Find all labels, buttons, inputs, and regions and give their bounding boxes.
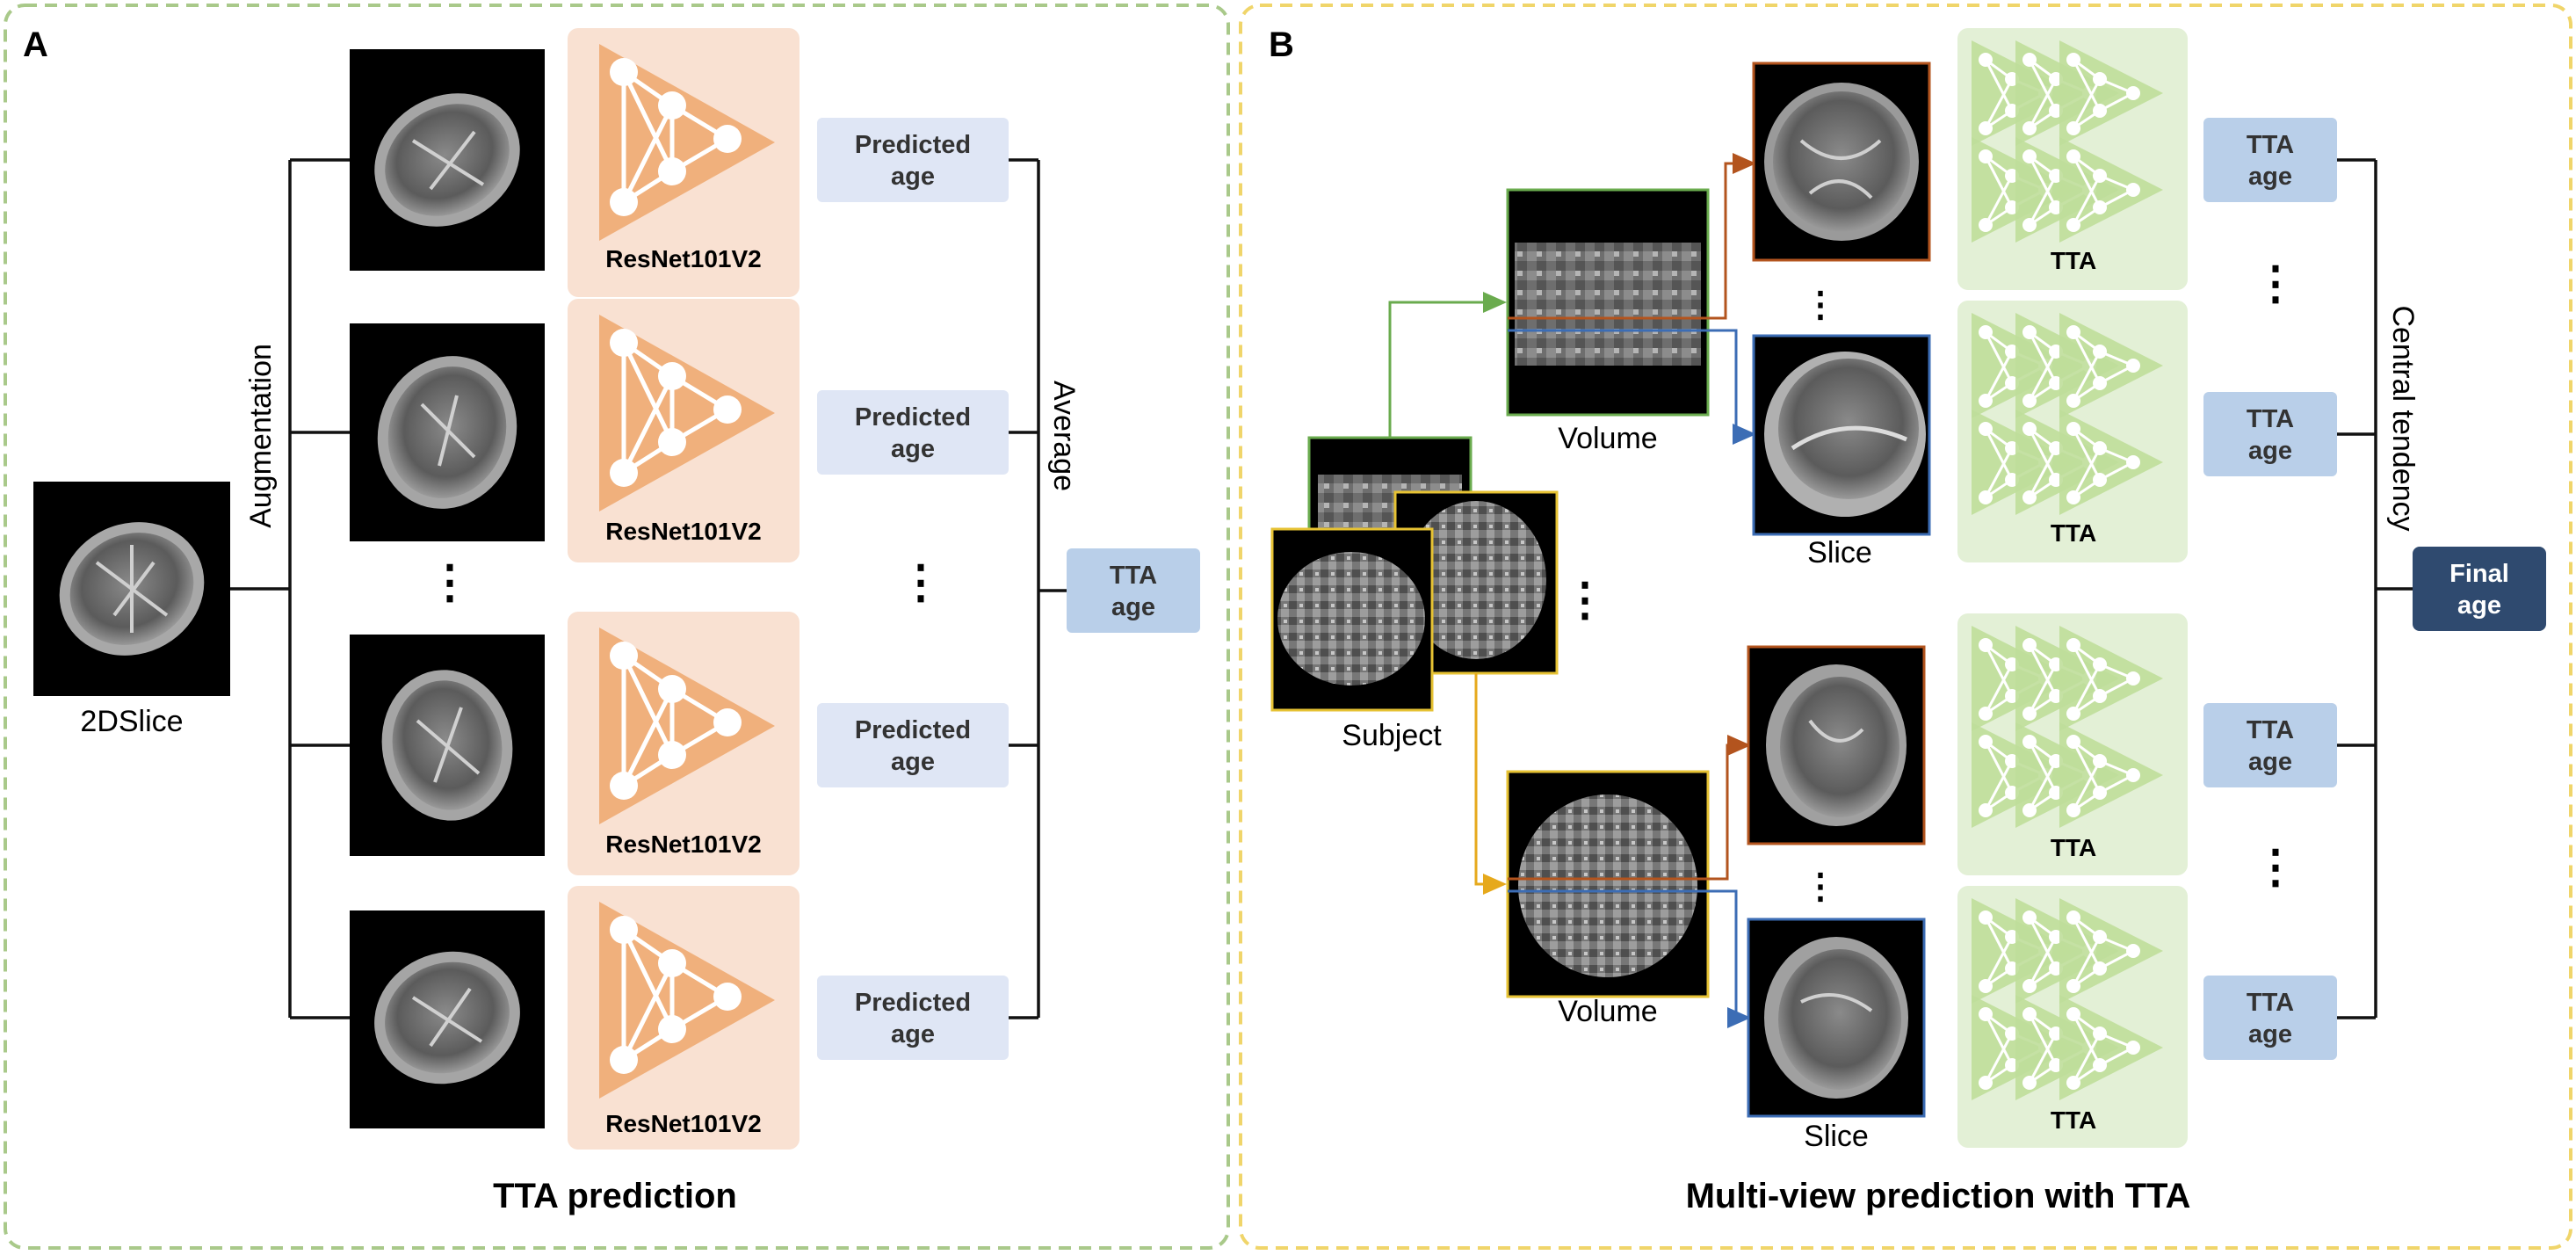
predicted-age-box-4: Predicted age <box>817 976 1009 1060</box>
average-bracket <box>1009 158 1067 1019</box>
panel-b-frame <box>1239 4 2572 1250</box>
tta-age-a-line2: age <box>1111 593 1155 621</box>
input-slice-label: 2DSlice <box>80 705 183 738</box>
volume-1-label: Volume <box>1558 422 1657 455</box>
augmented-slice-3 <box>350 635 545 856</box>
predicted-age-box-2: Predicted age <box>817 390 1009 475</box>
final-age-line2: age <box>2457 591 2501 620</box>
augmented-slice-2 <box>350 323 545 541</box>
panel-b-ellipsis-tta-2: ⋮ <box>2253 842 2298 893</box>
slice-2-label: Slice <box>1804 1120 1869 1153</box>
predicted-age-1-line2: age <box>891 163 935 191</box>
tta-age-a-line1: TTA <box>1110 562 1157 590</box>
volume-1-to-slice-1-connector <box>1708 153 1756 320</box>
resnet-block-3 <box>568 612 800 875</box>
slice-3-image <box>1747 645 1926 845</box>
tta-age-b2-line2: age <box>2248 437 2292 465</box>
panel-a-ellipsis-preds: ⋮ <box>898 557 944 608</box>
final-age-line1: Final <box>2449 560 2509 588</box>
predicted-age-box-1: Predicted age <box>817 118 1009 202</box>
subject-volume-stack <box>1270 436 1559 712</box>
predicted-age-2-line1: Predicted <box>855 403 971 432</box>
slice-2-image <box>1752 334 1931 536</box>
resnet-block-2 <box>568 299 800 562</box>
tta-model-block-1 <box>1957 28 2188 290</box>
volume-1-to-slice-2-connector <box>1708 329 1756 445</box>
resnet-block-4 <box>568 886 800 1150</box>
panel-b-ellipsis-slice-2: ⋮ <box>1803 867 1838 906</box>
final-age-box: Final age <box>2413 547 2546 631</box>
volume-1-image <box>1506 188 1710 417</box>
volume-2-to-slice-3-connector <box>1708 735 1751 881</box>
predicted-age-4-line1: Predicted <box>855 989 971 1017</box>
augmented-slice-1 <box>350 49 545 271</box>
predicted-age-2-line2: age <box>891 435 935 463</box>
panel-a-title: TTA prediction <box>493 1177 737 1215</box>
tta-age-box-b4: TTA age <box>2203 976 2337 1060</box>
panel-a-letter: A <box>23 25 48 64</box>
tta-age-b3-line1: TTA <box>2247 716 2294 744</box>
predicted-age-3-line2: age <box>891 748 935 776</box>
resnet-label-1: ResNet101V2 <box>605 245 761 272</box>
panel-b-title: Multi-view prediction with TTA <box>1686 1177 2191 1215</box>
predicted-age-3-line1: Predicted <box>855 716 971 744</box>
tta-age-b4-line1: TTA <box>2247 989 2294 1017</box>
resnet-label-3: ResNet101V2 <box>605 831 761 858</box>
tta-age-box-b3: TTA age <box>2203 703 2337 787</box>
tta-model-label-4: TTA <box>2051 1106 2096 1134</box>
average-label: Average <box>1047 381 1081 491</box>
tta-age-b3-line2: age <box>2248 748 2292 776</box>
panel-b-ellipsis-subject: ⋮ <box>1562 575 1608 626</box>
resnet-block-1 <box>568 28 800 297</box>
subject-to-volume-1-arrow <box>1388 292 1507 438</box>
predicted-age-4-line2: age <box>891 1020 935 1048</box>
tta-age-b2-line1: TTA <box>2247 405 2294 433</box>
subject-label: Subject <box>1342 719 1442 752</box>
tta-age-b1-line2: age <box>2248 163 2292 191</box>
panel-a-ellipsis-images: ⋮ <box>427 557 473 608</box>
predicted-age-box-3: Predicted age <box>817 703 1009 787</box>
central-tendency-label: Central tendency <box>2386 305 2420 531</box>
volume-2-image <box>1506 770 1710 998</box>
panel-b-letter: B <box>1269 25 1294 64</box>
slice-1-label: Slice <box>1807 536 1872 569</box>
slice-4-image <box>1747 918 1926 1118</box>
augmented-slice-4 <box>350 910 545 1128</box>
augmentation-label: Augmentation <box>244 344 278 528</box>
central-tendency-bracket <box>2337 158 2413 1019</box>
tta-model-label-2: TTA <box>2051 519 2096 547</box>
tta-model-label-3: TTA <box>2051 834 2096 861</box>
tta-model-block-3 <box>1957 613 2188 875</box>
volume-2-label: Volume <box>1558 995 1657 1028</box>
augmentation-bracket <box>230 158 350 1019</box>
subject-to-volume-2-arrow <box>1474 673 1507 895</box>
tta-age-box-a: TTA age <box>1067 548 1200 633</box>
tta-age-box-b2: TTA age <box>2203 392 2337 476</box>
tta-age-box-b1: TTA age <box>2203 118 2337 202</box>
input-slice-image <box>33 482 230 696</box>
predicted-age-1-line1: Predicted <box>855 131 971 159</box>
tta-model-label-1: TTA <box>2051 247 2096 274</box>
tta-model-block-2 <box>1957 301 2188 562</box>
tta-model-block-4 <box>1957 886 2188 1148</box>
tta-age-b1-line1: TTA <box>2247 131 2294 159</box>
panel-b-ellipsis-slice-1: ⋮ <box>1803 286 1838 324</box>
resnet-label-2: ResNet101V2 <box>605 518 761 545</box>
slice-1-image <box>1752 62 1931 262</box>
tta-age-b4-line2: age <box>2248 1020 2292 1048</box>
volume-2-to-slice-4-connector <box>1708 889 1751 1028</box>
panel-b-ellipsis-tta-1: ⋮ <box>2253 258 2298 309</box>
panel-a-frame <box>4 4 1230 1250</box>
resnet-label-4: ResNet101V2 <box>605 1110 761 1137</box>
